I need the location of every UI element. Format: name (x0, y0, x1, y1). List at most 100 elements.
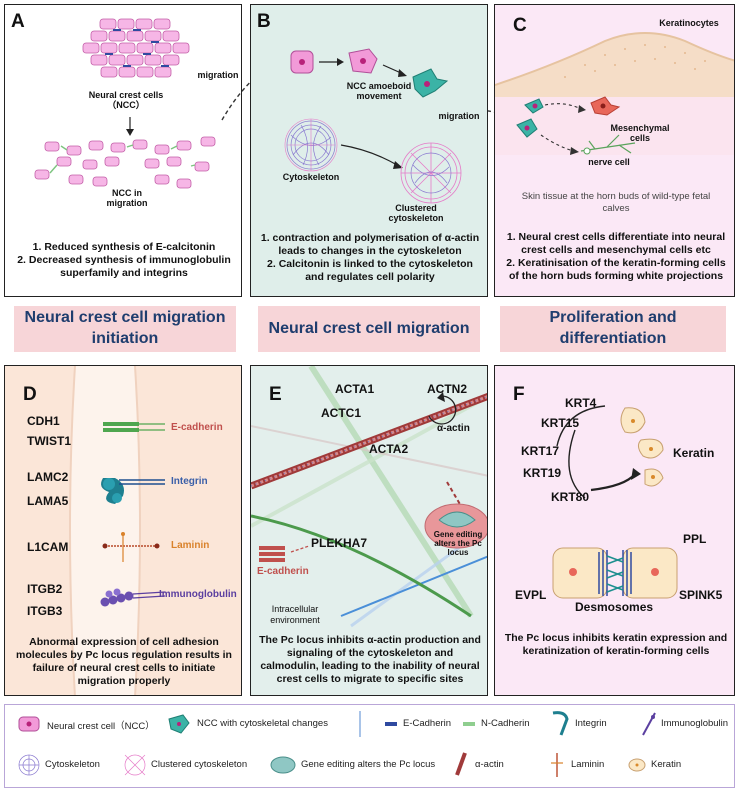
legend-gene-editing-icon (270, 756, 296, 774)
skin-tissue-caption: Skin tissue at the horn buds of wild-typ… (521, 191, 711, 214)
legend-cytoskeleton: Cytoskeleton (45, 759, 100, 770)
banner-migration: Neural crest cell migration (258, 306, 480, 352)
gene-lama5: LAMA5 (27, 494, 69, 508)
actin-actn2: ACTN2 (427, 382, 468, 396)
amoeboid-label: NCC amoeboid movement (346, 81, 412, 102)
protein-e-cadherin: E-cadherin (171, 422, 223, 433)
legend-keratin: Keratin (651, 759, 682, 770)
integrin-icon (101, 478, 165, 504)
legend-integrin: Integrin (575, 718, 607, 729)
protein-immunoglobulin: Immunoglobulin (159, 589, 237, 600)
immunoglobulin-icon (100, 588, 166, 607)
keratin-label: Keratin (673, 446, 715, 460)
migration-arrow-label: migration (197, 70, 239, 80)
keratinocytes-label: Keratinocytes (659, 18, 719, 28)
krt80: KRT80 (551, 490, 590, 504)
legend-integrin-icon (552, 711, 569, 736)
legend-e-cadherin-icon (359, 711, 397, 737)
gene-cdh1: CDH1 (27, 414, 60, 428)
legend-e-cadherin: E-Cadherin (403, 718, 452, 729)
legend-alpha-actin: α-actin (475, 759, 504, 770)
panel-d: D CDH1 TWIST1 LAMC2 LAMA5 L1CAM ITGB2 IT… (4, 365, 242, 696)
banner-proliferation: Proliferation and differentiation (500, 306, 726, 352)
gene-itgb2: ITGB2 (27, 582, 63, 596)
legend-clustered-icon (124, 754, 146, 776)
panel-f-caption: The Pc locus inhibits keratin expression… (504, 632, 728, 658)
legend-keratin-icon (628, 758, 646, 772)
panel-a-caption: 1. Reduced synthesis of E-calcitonin 2. … (15, 241, 233, 280)
ncc-cluster-illustration (34, 18, 216, 189)
panel-e-caption: The Pc locus inhibits α-actin production… (259, 634, 481, 686)
panel-b-bullet-2: 2. Calcitonin is linked to the cytoskele… (267, 258, 473, 284)
panel-b-letter: B (257, 11, 271, 32)
legend: Neural crest cell（NCC） NCC with cytoskel… (4, 704, 735, 788)
panel-e-letter: E (269, 384, 282, 405)
ncc-label: Neural crest cells（NCC） (88, 90, 164, 111)
krt4: KRT4 (565, 396, 597, 410)
legend-ncc: Neural crest cell（NCC） (47, 721, 155, 732)
gene-l1cam: L1CAM (27, 540, 69, 554)
alpha-actin-label: α-actin (437, 423, 470, 434)
gene-editing-label: Gene editing alters the Pc locus (433, 530, 483, 558)
gene-ppl: PPL (683, 532, 707, 546)
actin-acta2: ACTA2 (369, 442, 409, 456)
panel-b-illustration (284, 48, 462, 204)
banner-migration-initiation: Neural crest cell migration initiation (14, 306, 236, 352)
legend-gene-editing: Gene editing alters the Pc locus (301, 759, 436, 770)
legend-n-cadherin: N-Cadherin (481, 718, 530, 729)
panel-a-bullet-2: 2. Decreased synthesis of immunoglobulin… (17, 254, 231, 280)
panel-f-letter: F (513, 384, 525, 405)
intracellular-label: Intracellular environment (270, 604, 320, 626)
panel-c: C Keratinocytes Mesenchymal cells nerve … (494, 4, 735, 297)
panel-a-bullet-1: 1. Reduced synthesis of E-calcitonin (32, 241, 216, 253)
panel-e: E ACTA1 ACTN2 ACTC1 ACTA2 α-actin PLEKHA… (250, 365, 488, 696)
panel-f-illustration (552, 405, 678, 599)
panel-c-bullet-1: 1. Neural crest cells differentiate into… (506, 231, 726, 257)
legend-ncc-icon (18, 716, 40, 732)
panel-d-letter: D (23, 384, 37, 405)
legend-alpha-actin-icon (455, 752, 467, 776)
panel-d-caption: Abnormal expression of cell adhesion mol… (16, 636, 232, 688)
actin-acta1: ACTA1 (335, 382, 375, 396)
legend-ncc-cytoskeletal-icon (168, 714, 190, 734)
panel-c-bullet-2: 2. Keratinisation of the keratin-forming… (506, 257, 726, 283)
krt15: KRT15 (541, 416, 580, 430)
panel-b-caption: 1. contraction and polymerisation of α-a… (259, 232, 481, 285)
krt17: KRT17 (521, 444, 560, 458)
panel-c-letter: C (513, 15, 527, 36)
legend-immunoglobulin: Immunoglobulin (661, 718, 729, 729)
legend-laminin-icon (551, 753, 563, 777)
desmosomes-label: Desmosomes (575, 600, 654, 614)
gene-itgb3: ITGB3 (27, 604, 63, 618)
actin-actc1: ACTC1 (321, 406, 362, 420)
skin-tissue-illustration (495, 32, 734, 155)
legend-icons (18, 711, 656, 777)
legend-clustered: Clustered cytoskeleton (151, 759, 248, 770)
clustered-cytoskeleton-label: Clustered cytoskeleton (388, 203, 444, 224)
e-cadherin-icon (103, 422, 165, 432)
gene-spink5: SPINK5 (679, 588, 723, 602)
membrane-background (69, 366, 166, 695)
legend-ncc-cytoskeletal: NCC with cytoskeletal changes (197, 718, 328, 729)
gene-evpl: EVPL (515, 588, 547, 602)
panel-a-letter: A (11, 11, 25, 32)
panel-b: B NCC amoeboid movement migration Cytosk… (250, 4, 488, 297)
protein-integrin: Integrin (171, 476, 208, 487)
legend-immunoglobulin-icon (642, 712, 656, 736)
panel-b-migration-label: migration (438, 111, 480, 121)
gene-twist1: TWIST1 (27, 434, 71, 448)
panel-a: A Neural crest cells（NCC） NCC in migrati… (4, 4, 242, 297)
e-cadherin-label: E-cadherin (257, 566, 309, 577)
panel-e-illustration (251, 366, 487, 628)
protein-laminin: Laminin (171, 540, 210, 551)
krt19: KRT19 (523, 466, 562, 480)
panel-b-bullet-1: 1. contraction and polymerisation of α-a… (260, 232, 480, 258)
cytoskeleton-label: Cytoskeleton (282, 172, 340, 182)
panel-c-caption: 1. Neural crest cells differentiate into… (501, 231, 731, 284)
laminin-icon (102, 532, 160, 562)
ncc-migration-label: NCC in migration (106, 188, 148, 209)
panel-f: F KRT4 KRT15 KRT17 KRT19 KRT80 Keratin P… (494, 365, 735, 696)
mesenchymal-label: Mesenchymal cells (610, 123, 670, 144)
nerve-cell-label: nerve cell (588, 157, 630, 167)
legend-n-cadherin-icon (463, 722, 475, 726)
